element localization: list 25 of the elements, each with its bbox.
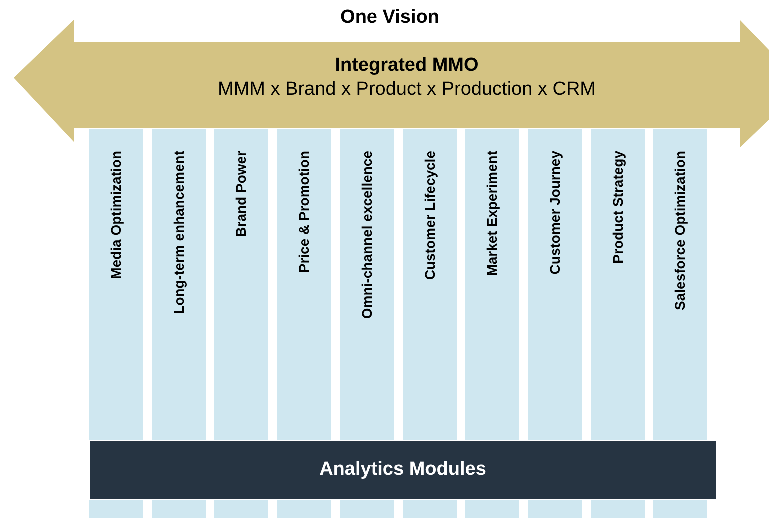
module-column — [590, 129, 645, 440]
bar-label: Analytics Modules — [320, 458, 486, 482]
module-label: Customer Journey — [548, 151, 562, 275]
module-label: Brand Power — [234, 151, 248, 238]
module-label: Price & Promotion — [297, 151, 312, 274]
module-column — [277, 129, 332, 440]
module-label: Market Experiment — [485, 151, 500, 276]
module-column — [340, 129, 394, 440]
module-label: Product Strategy — [610, 151, 625, 264]
module-label: Omni-channel excellence — [360, 151, 374, 320]
band-heading: Integrated MMO — [335, 54, 479, 78]
module-column — [528, 129, 582, 440]
module-column — [152, 129, 206, 440]
module-label: Salesforce Optimization — [673, 151, 688, 310]
module-column — [214, 129, 268, 440]
band-subtitle: MMM x Brand x Product x Production x CRM — [218, 78, 596, 102]
diagram-title: One Vision — [340, 6, 440, 30]
module-column — [653, 129, 708, 440]
module-label: Customer Lifecycle — [422, 151, 436, 280]
module-column — [402, 129, 456, 440]
module-column — [465, 129, 520, 440]
module-column — [89, 129, 143, 440]
foundation-bar — [90, 441, 716, 499]
module-label: Media Optimization — [109, 151, 123, 280]
module-label: Long-term enhancement — [172, 151, 186, 314]
